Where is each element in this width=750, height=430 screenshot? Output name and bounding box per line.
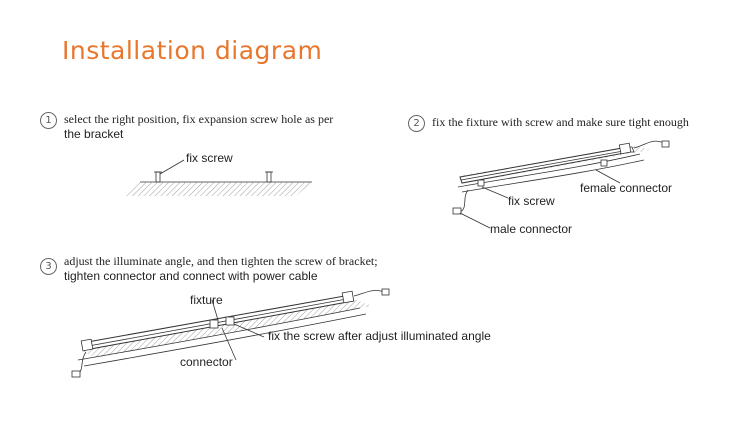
label-connector: connector — [180, 355, 233, 369]
label-fixture: fixture — [190, 293, 223, 307]
label-fix-screw-2: fix screw — [508, 194, 555, 208]
step-2-brackets — [477, 159, 608, 187]
label-female-connector: female connector — [580, 181, 673, 195]
step-2-end-cap — [618, 142, 632, 155]
step-3-brackets — [209, 316, 235, 329]
step-3-text-line1: adjust the illuminate angle, and then ti… — [64, 254, 378, 268]
step-2-text-line1: fix the fixture with screw and make sure… — [432, 115, 689, 129]
step-3-plug-left — [71, 370, 81, 378]
step-3-illustration — [71, 288, 390, 378]
step-1-text-line2: the bracket — [64, 127, 124, 141]
step-2-male-plug — [452, 207, 462, 215]
step-1-number: 1 — [40, 112, 57, 129]
step-3-surface-curve — [77, 307, 361, 361]
step-2-female-plug — [661, 140, 670, 148]
connector-leader — [221, 327, 237, 361]
wall-hatch — [124, 182, 312, 196]
male-connector-leader — [459, 212, 491, 229]
fix-after-leader — [233, 323, 265, 338]
step-2-number: 2 — [408, 115, 425, 132]
step-2-illustration — [452, 140, 670, 229]
expansion-screw-left — [154, 171, 162, 183]
step-3-end-caps — [80, 290, 355, 352]
step-3-text-line2: tighten connector and connect with power… — [64, 269, 318, 283]
step-2-male-cable — [459, 189, 469, 213]
step-3-number: 3 — [40, 258, 57, 275]
fix-screw-leader-2 — [481, 186, 509, 199]
step-1-text-line1: select the right position, fix expansion… — [64, 112, 334, 126]
step-2-fixture-bar — [459, 146, 635, 184]
step-3-plug-right — [381, 288, 390, 296]
label-fix-after-adjust: fix the screw after adjust illuminated a… — [268, 329, 491, 343]
label-male-connector: male connector — [490, 222, 573, 236]
page-title: Installation diagram — [62, 36, 323, 65]
label-fix-screw: fix screw — [186, 151, 233, 165]
step-1-illustration — [124, 159, 312, 196]
step-2-female-cable — [633, 140, 665, 149]
female-connector-leader — [595, 169, 621, 184]
expansion-screw-right — [265, 171, 273, 183]
fix-screw-leader — [159, 159, 185, 175]
step-3-wall-hatch — [80, 300, 372, 358]
step-3-cable-right — [353, 289, 385, 297]
fixture-leader — [211, 299, 219, 321]
